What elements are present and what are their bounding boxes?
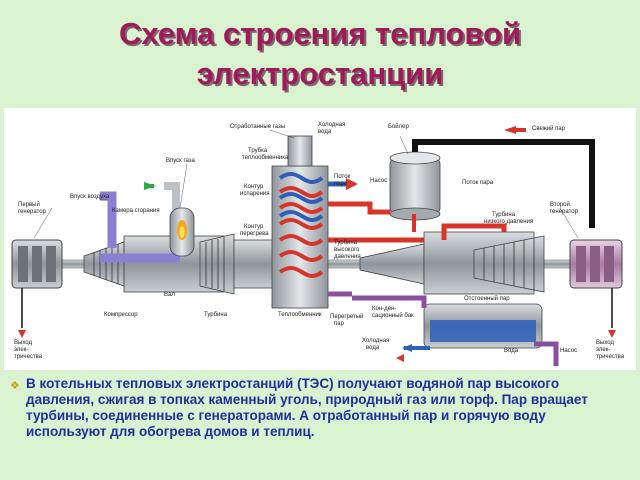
page-title: Схема строения тепловой электростанции: [0, 14, 640, 94]
label-hp-turbine-1: Турбина: [334, 240, 358, 246]
label-heat-exchanger: Теплообменник: [278, 312, 322, 318]
label-electricity-out-right-3: тричества: [596, 354, 625, 360]
label-pump-top: Насос: [370, 178, 388, 184]
label-superheated-steam-2: пар: [334, 321, 344, 327]
label-evaporation-circuit-2: испарения: [240, 191, 270, 197]
air-inlet-pipe: [100, 191, 117, 248]
label-second-generator-1: Второй: [550, 202, 570, 208]
label-gas-inlet: Впуск газа: [166, 158, 195, 164]
label-lp-turbine-1: Турбина: [492, 212, 516, 218]
first-generator: [11, 239, 63, 289]
exhaust-stack: [287, 135, 313, 167]
label-water: Вода: [504, 348, 519, 354]
description-text: В котельных тепловых электростанций (ТЭС…: [26, 376, 588, 439]
label-heat-exchanger-pipe-1: Трубка: [248, 148, 268, 154]
label-fresh-steam: Свежий пар: [532, 126, 566, 132]
label-steam-flow-right: Поток пара: [462, 180, 494, 186]
label-turbine: Турбина: [204, 312, 228, 318]
label-pump-bottom: Насос: [560, 348, 578, 354]
label-air-inlet: Впуск воздуха: [70, 194, 110, 200]
label-superheat-circuit-2: перегрева: [240, 231, 269, 237]
label-shaft: Вал: [164, 292, 175, 298]
label-superheat-circuit-1: Контур: [244, 224, 264, 230]
label-exhaust-gases: Отработанные газы: [230, 124, 286, 130]
power-plant-diagram: Отработанные газы Холодная вода Бойлер С…: [4, 108, 636, 370]
title-line-2: электростанции: [196, 56, 444, 91]
label-spent-steam: Отстоенный пар: [464, 296, 510, 302]
label-compressor: Компрессор: [104, 312, 138, 318]
gas-turbine: [199, 233, 235, 295]
label-cold-water-bottom-1: Холодная: [362, 338, 390, 344]
label-superheated-steam-1: Перегретый: [330, 314, 364, 320]
label-first-generator-2: генератор: [18, 209, 46, 215]
turbine-exhaust-duct: [233, 239, 275, 289]
label-electricity-out-left-3: тричества: [14, 354, 43, 360]
label-steam-flow-2: пара: [334, 181, 348, 187]
boiler: [389, 151, 441, 221]
label-condenser-2: сационный бак: [372, 313, 414, 319]
label-electricity-out-right-2: элек-: [596, 347, 611, 353]
label-electricity-out-left-1: Выход: [14, 340, 32, 346]
label-electricity-out-left-2: элек-: [14, 347, 29, 353]
label-boiler: Бойлер: [388, 124, 409, 130]
label-evaporation-circuit-1: Контур: [244, 184, 264, 190]
label-heat-exchanger-pipe-2: теплообменника: [242, 155, 289, 161]
hp-turbine: [359, 243, 425, 285]
label-cold-water-bottom-2: вода: [366, 345, 380, 351]
label-steam-flow-1: Поток: [334, 174, 351, 180]
label-condenser-1: Кон-ден-: [372, 306, 397, 312]
gas-inlet-pipe: [164, 182, 180, 210]
label-first-generator-1: Первый: [18, 202, 40, 208]
label-second-generator-2: генератор: [550, 209, 578, 215]
label-lp-turbine-2: низкого давления: [484, 219, 534, 225]
title-line-1: Схема строения тепловой: [118, 16, 522, 51]
bullet-icon: ❖: [10, 380, 20, 392]
lp-turbine: [473, 235, 545, 293]
second-generator: [569, 239, 623, 289]
label-combustion-chamber: Камера сгорания: [112, 208, 160, 214]
label-electricity-out-right-1: Выход: [596, 340, 614, 346]
label-cold-water-top-2: вода: [318, 129, 332, 135]
label-hp-turbine-3: давления: [334, 254, 361, 260]
label-hp-turbine-2: высокого: [334, 247, 360, 253]
condenser-tank: [423, 303, 543, 349]
label-cold-water-top-1: Холодная: [318, 122, 346, 128]
diagram-drawing: [11, 126, 623, 366]
